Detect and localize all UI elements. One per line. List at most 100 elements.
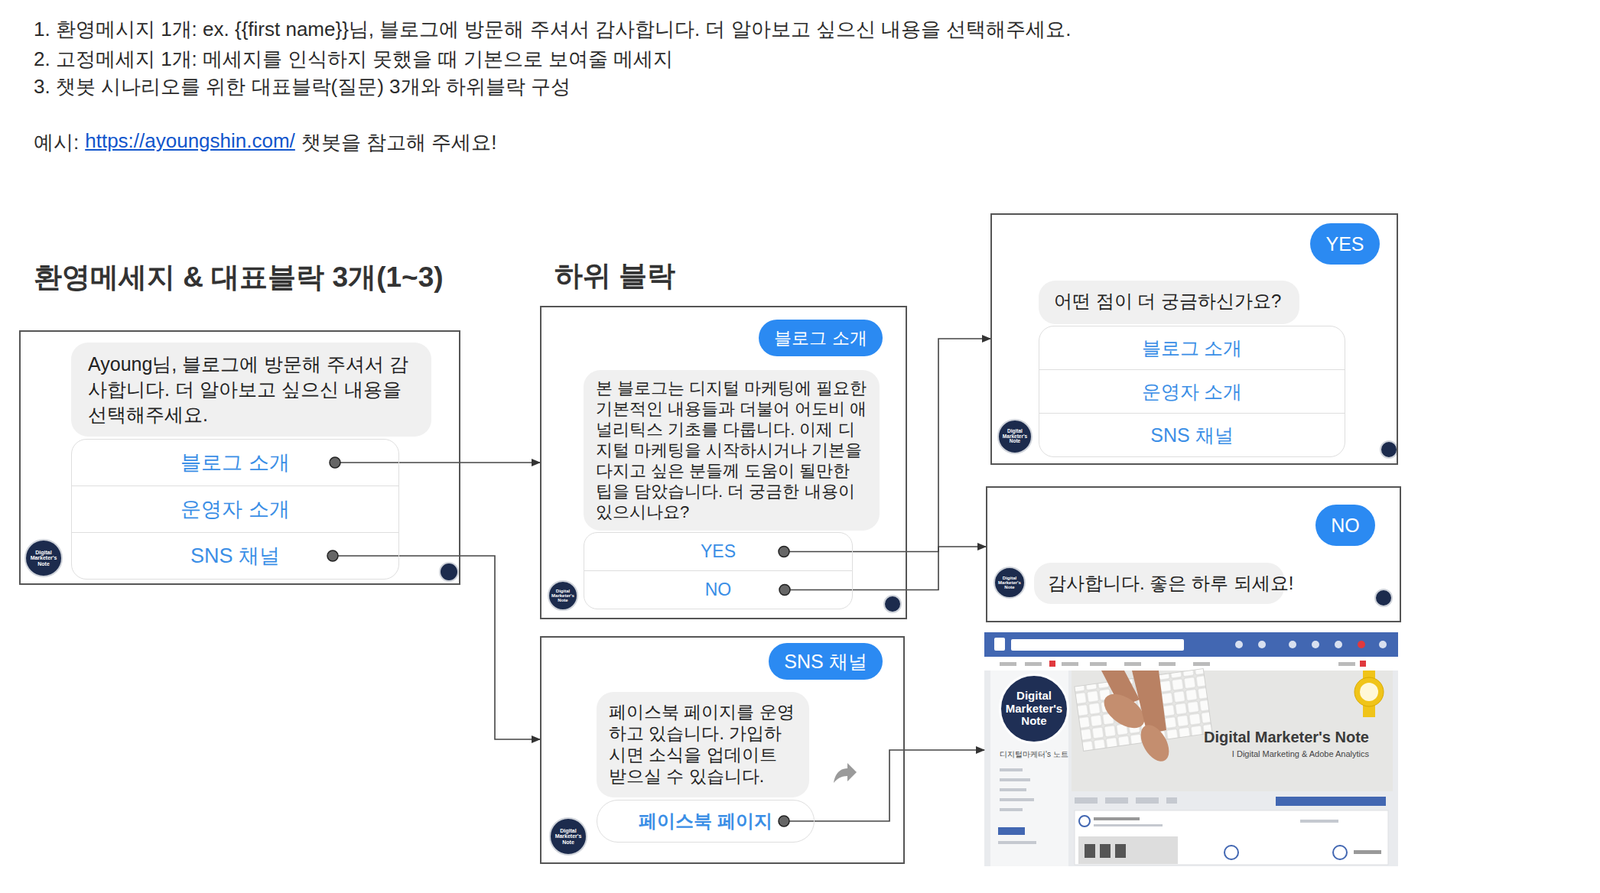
fb-card-icon bbox=[1333, 845, 1347, 860]
message-text: Ayoung님, 블로그에 방문해 주셔서 감사합니다. 더 알아보고 싶으신 … bbox=[87, 351, 415, 428]
note-text: 챗봇을 참고해 주세요! bbox=[301, 129, 498, 157]
button-label: YES bbox=[700, 541, 736, 563]
user-message: YES bbox=[1310, 223, 1380, 265]
fb-cta bbox=[1275, 796, 1386, 807]
quick-reply-button: 운영자 소개 bbox=[1038, 369, 1346, 414]
fb-icon bbox=[1378, 640, 1387, 649]
message-text: NO bbox=[1330, 514, 1360, 537]
watch bbox=[1354, 677, 1384, 707]
message-text: YES bbox=[1325, 233, 1364, 256]
cover-title: Digital Marketer's Note bbox=[1203, 728, 1370, 747]
button-label: 블로그 소개 bbox=[1141, 335, 1243, 361]
fb-line bbox=[1300, 819, 1339, 823]
fb-tab bbox=[1158, 662, 1176, 667]
connector-stub bbox=[783, 551, 853, 553]
fb-icon bbox=[1357, 640, 1366, 649]
bot-avatar: Digital Marketer's Note bbox=[997, 419, 1033, 455]
link-text: https://ayoungshin.com/ bbox=[84, 129, 296, 157]
fb-card bbox=[1074, 810, 1389, 866]
quick-reply-button: YES bbox=[583, 532, 853, 572]
page-logo: Digital Marketer's Note bbox=[998, 673, 1070, 745]
facebook-page-screenshot: Digital Marketer's NoteI Digital Marketi… bbox=[984, 632, 1399, 867]
quick-reply-button: SNS 채널 bbox=[1038, 413, 1346, 458]
connector-dot bbox=[779, 585, 791, 596]
fb-line bbox=[1093, 817, 1140, 821]
user-message: 블로그 소개 bbox=[758, 319, 883, 357]
fb-line bbox=[1353, 850, 1382, 855]
connector-arrow bbox=[399, 461, 540, 464]
fb-card-icon bbox=[1079, 816, 1090, 827]
user-message: SNS 채널 bbox=[768, 643, 883, 680]
fb-tab bbox=[1024, 662, 1042, 667]
fb-like bbox=[1074, 797, 1098, 804]
fb-tabs bbox=[984, 656, 1399, 671]
message-text: SNS 채널 bbox=[783, 649, 867, 675]
bot-avatar: Digital Marketer's Note bbox=[549, 817, 588, 856]
avatar-text: Digital Marketer's Note bbox=[1000, 429, 1030, 445]
bot-avatar: Digital Marketer's Note bbox=[24, 539, 63, 578]
fb-thumb bbox=[1099, 844, 1111, 859]
message-text: 블로그 소개 bbox=[773, 326, 867, 351]
connector-dot bbox=[329, 457, 341, 469]
fb-card-icon bbox=[1224, 845, 1239, 860]
fb-tab bbox=[1338, 662, 1356, 667]
bot-message: 페이스북 페이지를 운영하고 있습니다. 가입하시면 소식을 업데이트 받으실 … bbox=[596, 692, 810, 798]
fb-icon bbox=[1311, 640, 1320, 649]
fb-like bbox=[1166, 797, 1178, 804]
button-label: SNS 채널 bbox=[190, 542, 280, 570]
connector-dot bbox=[327, 550, 339, 562]
fb-tab bbox=[999, 662, 1017, 667]
watch-face bbox=[1359, 682, 1379, 702]
connector-arrow bbox=[852, 546, 986, 591]
button-label: 운영자 소개 bbox=[1141, 379, 1243, 405]
connector-stub bbox=[784, 589, 853, 592]
bot-message: 감사합니다. 좋은 하루 되세요! bbox=[1034, 562, 1285, 605]
quick-reply-button: 블로그 소개 bbox=[71, 439, 400, 487]
fb-logo bbox=[994, 637, 1005, 651]
bot-avatar: Digital Marketer's Note bbox=[547, 580, 579, 612]
chat-panel: NO감사합니다. 좋은 하루 되세요!Digital Marketer's No… bbox=[985, 486, 1402, 623]
button-label: SNS 채널 bbox=[1150, 422, 1233, 449]
fb-like bbox=[1135, 797, 1159, 804]
quick-reply-button: SNS 채널 bbox=[71, 532, 400, 580]
example-line: 예시:https://ayoungshin.com/챗봇을 참고해 주세요! bbox=[33, 129, 498, 157]
button-label: NO bbox=[705, 579, 732, 601]
connector-arrow bbox=[814, 750, 985, 822]
message-text: 본 블로그는 디지털 마케팅에 필요한 기본적인 내용들과 더불어 어도비 애널… bbox=[595, 377, 868, 523]
mini-avatar bbox=[884, 595, 901, 613]
mini-avatar bbox=[439, 562, 459, 582]
button-label: 페이스북 페이지 bbox=[638, 809, 773, 834]
share-icon bbox=[833, 763, 857, 784]
fb-like bbox=[1105, 797, 1129, 804]
fb-line bbox=[999, 768, 1023, 772]
avatar-text: Digital Marketer's Note bbox=[28, 549, 60, 567]
bot-message: Ayoung님, 블로그에 방문해 주셔서 감사합니다. 더 알아보고 싶으신 … bbox=[71, 342, 432, 437]
fb-page bbox=[984, 656, 1399, 867]
mini-avatar bbox=[1380, 441, 1398, 459]
user-message: NO bbox=[1315, 504, 1376, 547]
fb-tab bbox=[1061, 662, 1079, 667]
message-text: 페이스북 페이지를 운영하고 있습니다. 가입하시면 소식을 업데이트 받으실 … bbox=[608, 701, 797, 787]
page-name: 디지털마케터's 노트 bbox=[999, 749, 1069, 761]
bot-message: 본 블로그는 디지털 마케팅에 필요한 기본적인 내용들과 더불어 어도비 애널… bbox=[583, 370, 880, 531]
message-text: 감사합니다. 좋은 하루 되세요! bbox=[1047, 572, 1271, 596]
fb-search bbox=[1011, 639, 1184, 651]
fb-icon bbox=[1235, 640, 1243, 649]
quick-reply-button: 페이스북 페이지 bbox=[596, 800, 815, 843]
fb-icon bbox=[1258, 640, 1266, 649]
fb-tab bbox=[1089, 662, 1107, 667]
fb-tab bbox=[1359, 660, 1366, 667]
chat-panel: YES어떤 점이 더 궁금하신가요?블로그 소개운영자 소개SNS 채널Digi… bbox=[990, 213, 1399, 466]
connector-arrow bbox=[399, 556, 540, 740]
fb-tab bbox=[1049, 660, 1056, 667]
quick-reply-button: 운영자 소개 bbox=[71, 485, 400, 534]
note-text: 3. 챗봇 시나리오를 위한 대표블락(질문) 3개와 하위블락 구성 bbox=[33, 73, 571, 101]
fb-line bbox=[1093, 824, 1163, 827]
quick-reply-button: 블로그 소개 bbox=[1038, 325, 1346, 371]
fb-tab bbox=[1124, 662, 1142, 667]
section-heading: 환영메세지 & 대표블락 3개(1~3) bbox=[33, 258, 444, 297]
fb-line bbox=[999, 808, 1023, 812]
section-heading: 하위 블락 bbox=[554, 256, 676, 296]
button-label: 운영자 소개 bbox=[180, 495, 290, 524]
